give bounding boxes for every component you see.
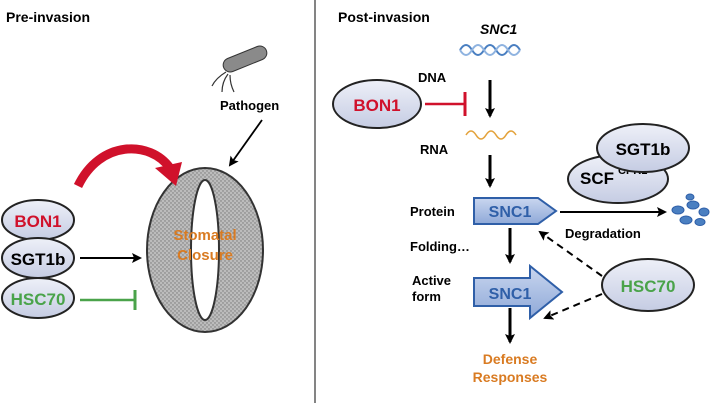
- bon1-label-right: BON1: [353, 96, 400, 115]
- folding-label: Folding…: [410, 239, 470, 254]
- rna-label: RNA: [420, 142, 449, 157]
- sgt1b-label-right: SGT1b: [616, 140, 671, 159]
- pathogen-icon: [211, 45, 268, 93]
- bon1-curved-arrowhead: [155, 162, 182, 186]
- hsc70-label-left: HSC70: [11, 290, 66, 309]
- stomata-icon: [146, 167, 264, 333]
- protein-label: Protein: [410, 204, 455, 219]
- bon1-label-left: BON1: [14, 212, 61, 231]
- hsc70-oval-left: [1, 277, 75, 319]
- closure-label: Closure: [177, 247, 233, 264]
- pathogen-arrow: [228, 119, 263, 167]
- hsc70-to-folding-arrow: [538, 230, 603, 277]
- degraded-fragments-icon: [671, 193, 710, 226]
- stomatal-label: Stomatal: [173, 227, 236, 244]
- snc1-gene-label: SNC1: [480, 21, 518, 37]
- sgt1b-oval-right: [596, 123, 690, 173]
- active-label: Active: [412, 273, 451, 288]
- hsc70-label-right: HSC70: [621, 277, 676, 296]
- hsc70-oval-right: [601, 258, 695, 312]
- snc1-protein-label: SNC1: [489, 204, 532, 221]
- post-invasion-title: Post-invasion: [338, 9, 430, 25]
- pathogen-label: Pathogen: [220, 98, 279, 113]
- sgt1b-label-left: SGT1b: [11, 250, 66, 269]
- scf-label: SCF: [580, 169, 614, 188]
- defense-label: Defense: [483, 351, 538, 367]
- hsc70-to-active-arrow: [543, 293, 603, 320]
- bon1-inhibition: [425, 92, 467, 116]
- degradation-label: Degradation: [565, 226, 641, 241]
- dna-label: DNA: [418, 70, 447, 85]
- snc1-active-label: SNC1: [489, 286, 532, 303]
- form-label: form: [412, 289, 441, 304]
- hsc70-inhibition: [80, 290, 137, 310]
- responses-label: Responses: [473, 369, 548, 385]
- rna-wave-icon: [465, 130, 517, 140]
- dna-helix-icon: [459, 44, 521, 56]
- pre-invasion-title: Pre-invasion: [6, 9, 90, 25]
- snc1-active-shape: [473, 263, 564, 321]
- bon1-curved-arrow: [73, 144, 174, 189]
- snc1-protein-shape: [473, 197, 558, 225]
- bon1-oval-right: [332, 79, 422, 129]
